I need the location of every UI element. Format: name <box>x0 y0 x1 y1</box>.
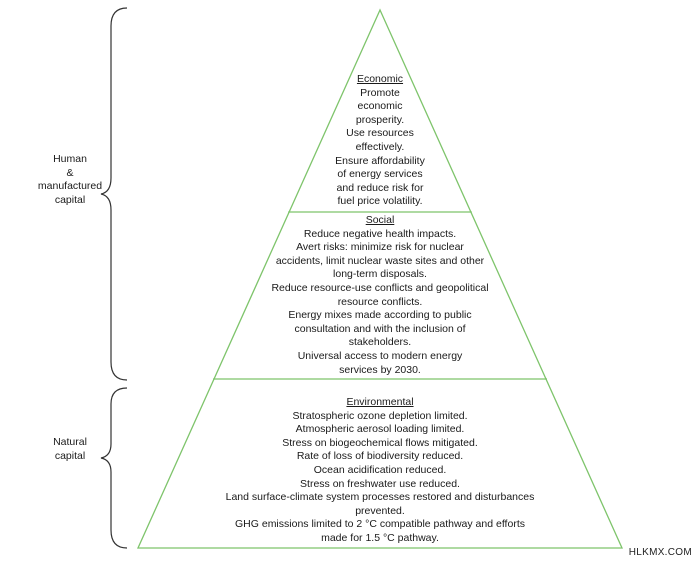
tier-line: Avert risks: minimize risk for nuclear <box>296 241 464 254</box>
brace-natural <box>100 387 128 549</box>
brace-label-line: capital <box>54 193 86 206</box>
tier-line: accidents, limit nuclear waste sites and… <box>275 254 485 267</box>
tier-heading-social: Social <box>365 214 395 226</box>
tier-line: long-term disposals. <box>333 268 427 281</box>
tier-line: Ocean acidification reduced. <box>313 463 447 476</box>
brace-label-line: capital <box>54 449 86 462</box>
tier-line: prevented. <box>355 504 405 517</box>
tier-line: of energy services <box>337 168 423 181</box>
brace-label-human-manufactured: Human & manufactured capital <box>30 153 110 207</box>
tier-line: Stress on biogeochemical flows mitigated… <box>282 436 478 449</box>
brace-label-line: manufactured <box>37 180 103 193</box>
tier-line: services by 2030. <box>339 363 421 376</box>
tier-line: consultation and with the inclusion of <box>294 322 466 335</box>
tier-line: fuel price volatility. <box>337 195 423 208</box>
tier-lines-social: Reduce negative health impacts. Avert ri… <box>230 228 530 378</box>
tier-heading-environmental: Environmental <box>346 396 414 408</box>
tier-line: stakeholders. <box>348 336 412 349</box>
tier-line: and reduce risk for <box>336 181 424 194</box>
tier-line: Land surface-climate system processes re… <box>225 491 535 504</box>
tier-lines-environmental: Stratospheric ozone depletion limited. A… <box>200 410 560 546</box>
tier-economic: Economic Promote economic prosperity. Us… <box>280 73 480 209</box>
brace-label-line: & <box>66 166 74 179</box>
tier-line: resource conflicts. <box>337 295 423 308</box>
tier-line: economic <box>357 100 403 113</box>
watermark: HLKMX.COM <box>628 547 692 558</box>
tier-line: Ensure affordability <box>335 154 425 167</box>
tier-social: Social Reduce negative health impacts. A… <box>230 214 530 377</box>
pyramid-outline <box>136 8 624 549</box>
tier-line: Promote <box>360 86 400 99</box>
tier-heading-economic: Economic <box>356 73 404 85</box>
tier-line: prosperity. <box>355 113 405 126</box>
tier-line: made for 1.5 °C pathway. <box>321 531 439 544</box>
tier-line: Stratospheric ozone depletion limited. <box>292 409 468 422</box>
tier-line: Atmospheric aerosol loading limited. <box>295 423 465 436</box>
tier-line: Energy mixes made according to public <box>288 309 472 322</box>
tier-line: effectively. <box>355 140 405 153</box>
brace-label-natural: Natural capital <box>40 436 100 463</box>
tier-line: Stress on freshwater use reduced. <box>300 477 460 490</box>
brace-label-line: Natural <box>53 436 87 448</box>
tier-line: Use resources <box>346 127 414 140</box>
tier-line: GHG emissions limited to 2 °C compatible… <box>235 518 525 531</box>
tier-environmental: Environmental Stratospheric ozone deplet… <box>200 396 560 546</box>
brace-human-manufactured <box>100 7 128 381</box>
tier-line: Reduce resource-use conflicts and geopol… <box>271 281 489 294</box>
tier-line: Reduce negative health impacts. <box>303 227 457 240</box>
tier-lines-economic: Promote economic prosperity. Use resourc… <box>280 87 480 209</box>
tier-line: Universal access to modern energy <box>297 349 463 362</box>
tier-line: Rate of loss of biodiversity reduced. <box>296 450 464 463</box>
brace-label-line: Human <box>53 153 87 165</box>
